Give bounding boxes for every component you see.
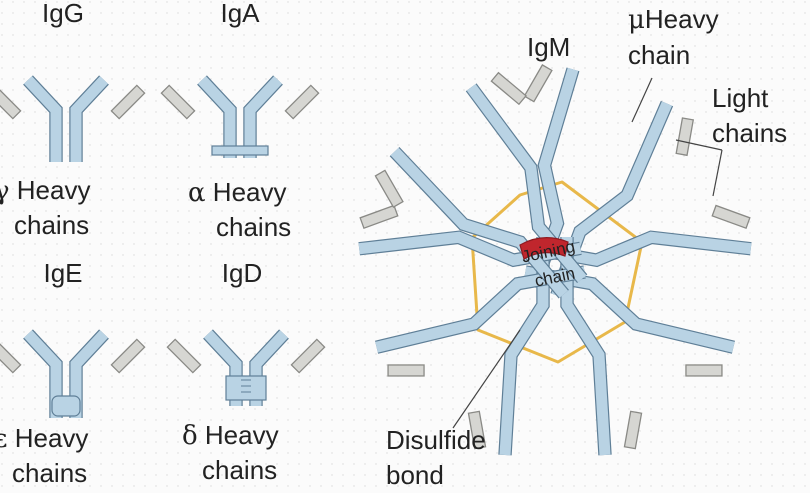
delta-symbol: δ <box>182 421 198 451</box>
igd-light-chain-left <box>166 338 202 374</box>
igg-antibody <box>0 75 146 162</box>
igm-light-chain-3a <box>623 410 643 450</box>
light-chains-leader-a <box>675 139 723 151</box>
gamma-heavy-text: Heavy <box>9 175 91 205</box>
igm-light-chain-4a <box>387 364 425 377</box>
delta-heavy-chains-label: δ Heavy <box>182 420 279 451</box>
igm-light-chain-4b <box>359 204 399 229</box>
joining-chain <box>519 237 569 260</box>
igd-label: IgD <box>221 258 263 288</box>
igg-heavy-chain-right <box>70 76 109 162</box>
ige-label: IgE <box>43 258 83 288</box>
disulfide-bond-line1: Disulfide <box>386 425 486 455</box>
mu-heavy-text: Heavy <box>644 4 719 34</box>
epsilon-heavy-chains-label: ε Heavy <box>0 423 88 454</box>
mu-heavy-chain-leader <box>631 77 653 123</box>
igm-light-chain-3b <box>467 410 487 450</box>
delta-chains-text: chains <box>202 455 278 485</box>
iga-heavy-chain-right <box>244 76 283 158</box>
iga-light-chain-right <box>284 84 320 120</box>
light-chains-line2: chains <box>712 118 788 148</box>
antibody-monomers <box>0 75 326 418</box>
delta-heavy-text: Heavy <box>197 420 279 450</box>
igm-pentamer <box>358 64 752 456</box>
disulfide-bond-leader <box>452 329 521 429</box>
light-chains-leader-b <box>712 149 723 197</box>
mu-heavy-chain-label: μHeavy <box>628 4 719 35</box>
epsilon-chains-text: chains <box>12 458 88 488</box>
igg-heavy-chain-left <box>23 76 62 162</box>
iga-label: IgA <box>220 0 260 28</box>
ige-heavy-chain-end <box>51 395 81 417</box>
igd-antibody <box>166 329 326 406</box>
iga-light-chain-left <box>160 84 196 120</box>
igm-light-chain-1b <box>675 117 695 157</box>
gamma-symbol: γ <box>0 176 10 206</box>
igm-light-chain-2a <box>711 204 751 229</box>
alpha-chains-text: chains <box>216 212 292 242</box>
igm-light-chain-1a <box>523 64 553 103</box>
ige-antibody <box>0 329 146 418</box>
epsilon-heavy-text: Heavy <box>7 423 89 453</box>
iga-heavy-chain-left <box>197 76 236 158</box>
igm-label: IgM <box>527 32 571 62</box>
igm-light-chain-5a <box>374 169 404 208</box>
igm-heavy-chain-4b <box>358 231 582 266</box>
igm-light-chain-5b <box>490 71 527 106</box>
igg-label: IgG <box>42 0 84 28</box>
mu-symbol: μ <box>628 5 645 35</box>
igd-light-chain-right <box>290 338 326 374</box>
igg-light-chain-right <box>110 84 146 120</box>
ige-light-chain-right <box>110 338 146 374</box>
disulfide-bond-line2: bond <box>386 460 444 490</box>
gamma-heavy-chains-label: γ Heavy <box>0 175 90 206</box>
alpha-symbol: α <box>188 178 206 208</box>
mu-chain-text: chain <box>628 40 691 70</box>
igm-heavy-chain-5a <box>390 147 569 298</box>
epsilon-symbol: ε <box>0 424 8 454</box>
ige-light-chain-left <box>0 338 22 374</box>
igg-light-chain-left <box>0 84 22 120</box>
gamma-chains-text: chains <box>14 210 90 240</box>
alpha-heavy-chains-label: α Heavy <box>188 177 286 208</box>
light-chains-line1: Light <box>712 83 769 113</box>
igm-light-chain-2b <box>685 364 723 377</box>
iga-tailpiece <box>211 145 269 156</box>
alpha-heavy-text: Heavy <box>205 177 287 207</box>
iga-antibody <box>160 75 320 158</box>
